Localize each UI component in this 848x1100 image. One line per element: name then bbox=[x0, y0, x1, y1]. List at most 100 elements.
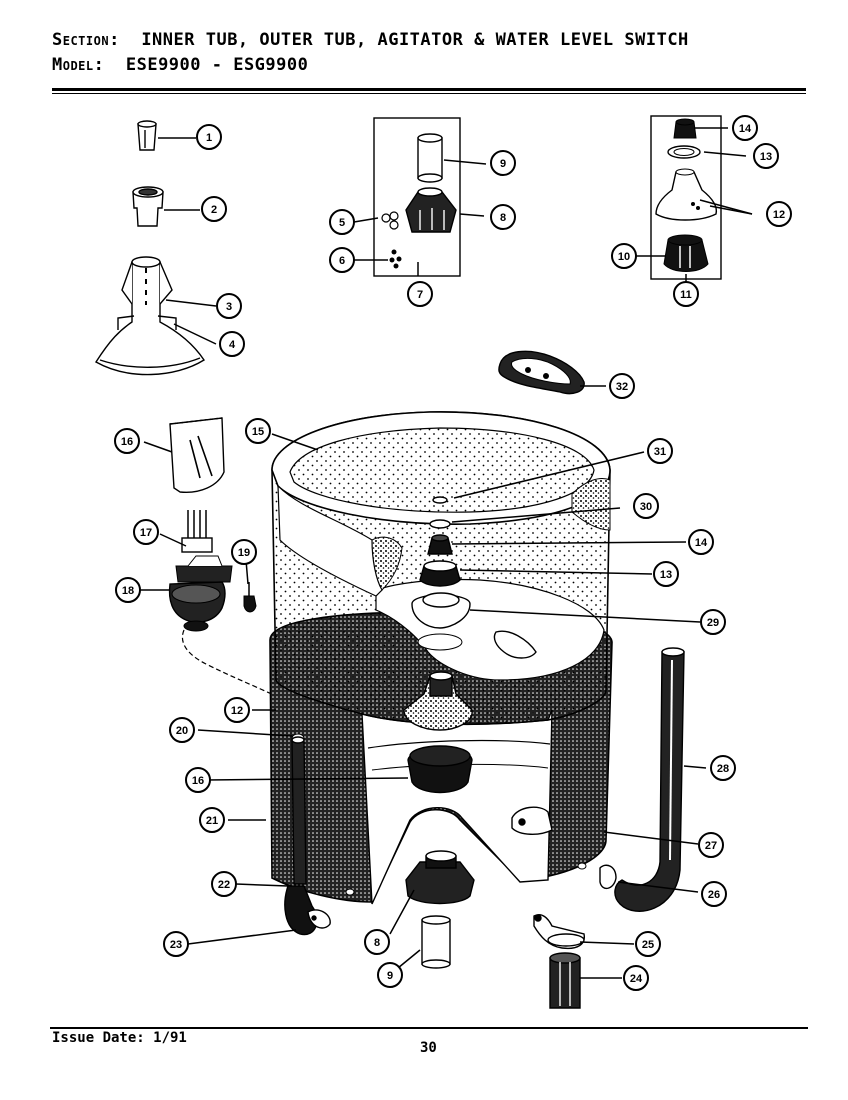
callout-28: 28 bbox=[710, 755, 736, 781]
callout-6: 6 bbox=[329, 247, 355, 273]
callout-label: 17 bbox=[140, 527, 152, 539]
callout-circle bbox=[732, 115, 758, 141]
callout-circle bbox=[219, 331, 245, 357]
callout-label: 20 bbox=[176, 725, 188, 737]
callout-31: 31 bbox=[647, 438, 673, 464]
callout-circle bbox=[753, 143, 779, 169]
callout-label: 11 bbox=[680, 289, 692, 301]
model-label: Model: bbox=[52, 55, 105, 75]
callouts: 1234567891011121314151617181920212223242… bbox=[114, 115, 792, 991]
callout-circle bbox=[216, 293, 242, 319]
callout-label: 31 bbox=[654, 446, 666, 458]
callout-label: 29 bbox=[707, 617, 719, 629]
callout-circle bbox=[698, 832, 724, 858]
callout-circle bbox=[201, 196, 227, 222]
callout-label: 23 bbox=[170, 939, 182, 951]
tub-stack-parts bbox=[403, 496, 475, 969]
callout-circle bbox=[196, 124, 222, 150]
callout-label: 14 bbox=[739, 123, 752, 135]
callout-label: 24 bbox=[630, 973, 643, 985]
callout-circle bbox=[701, 881, 727, 907]
callout-circle bbox=[673, 281, 699, 307]
callout-label: 30 bbox=[640, 501, 652, 513]
callout-circle bbox=[364, 929, 390, 955]
callout-29: 29 bbox=[700, 609, 726, 635]
header-rule-thick bbox=[52, 88, 806, 91]
callout-circle bbox=[611, 243, 637, 269]
callout-label: 16 bbox=[192, 775, 204, 787]
callout-circle bbox=[329, 247, 355, 273]
callout-16: 16 bbox=[114, 428, 140, 454]
kit-7-box bbox=[373, 117, 461, 277]
kit-11-box bbox=[650, 115, 722, 280]
callout-label: 18 bbox=[122, 585, 134, 597]
callout-label: 25 bbox=[642, 939, 654, 951]
callout-label: 8 bbox=[500, 212, 506, 224]
callout-circle bbox=[633, 493, 659, 519]
callout-21: 21 bbox=[199, 807, 225, 833]
callout-circle bbox=[490, 204, 516, 230]
callout-23: 23 bbox=[163, 931, 189, 957]
callout-label: 12 bbox=[231, 705, 243, 717]
callout-1: 1 bbox=[196, 124, 222, 150]
part-16-bracket bbox=[169, 417, 225, 493]
callout-circle bbox=[647, 438, 673, 464]
callout-label: 2 bbox=[211, 204, 217, 216]
callout-circle bbox=[329, 209, 355, 235]
section-value: INNER TUB, OUTER TUB, AGITATOR & WATER L… bbox=[141, 30, 689, 50]
callout-label: 19 bbox=[238, 547, 250, 559]
callout-8: 8 bbox=[364, 929, 390, 955]
callout-label: 3 bbox=[226, 301, 232, 313]
section-label: Section: bbox=[52, 30, 120, 50]
callout-12: 12 bbox=[224, 697, 250, 723]
callout-label: 27 bbox=[705, 840, 717, 852]
callout-circle bbox=[211, 871, 237, 897]
callout-circle bbox=[185, 767, 211, 793]
callout-30: 30 bbox=[633, 493, 659, 519]
callout-label: 22 bbox=[218, 879, 230, 891]
callout-circle bbox=[199, 807, 225, 833]
callout-circle bbox=[245, 418, 271, 444]
callout-circle bbox=[115, 577, 141, 603]
callout-circle bbox=[114, 428, 140, 454]
callout-12: 12 bbox=[766, 201, 792, 227]
callout-label: 9 bbox=[500, 158, 506, 170]
callout-label: 5 bbox=[339, 217, 345, 229]
part-1-cap bbox=[137, 120, 157, 151]
part-3-agitator bbox=[95, 256, 205, 376]
callout-5: 5 bbox=[329, 209, 355, 235]
callout-26: 26 bbox=[701, 881, 727, 907]
callout-circle bbox=[623, 965, 649, 991]
callout-label: 6 bbox=[339, 255, 345, 267]
callout-7: 7 bbox=[407, 281, 433, 307]
callout-label: 26 bbox=[708, 889, 720, 901]
callout-circle bbox=[163, 931, 189, 957]
callout-label: 13 bbox=[660, 569, 672, 581]
callout-17: 17 bbox=[133, 519, 159, 545]
callout-22: 22 bbox=[211, 871, 237, 897]
callout-circle bbox=[653, 561, 679, 587]
callout-16: 16 bbox=[185, 767, 211, 793]
callout-circle bbox=[635, 931, 661, 957]
callout-circle bbox=[231, 539, 257, 565]
part-32-cover bbox=[498, 350, 585, 395]
part-24-coupling bbox=[533, 914, 585, 1009]
callout-27: 27 bbox=[698, 832, 724, 858]
callout-32: 32 bbox=[609, 373, 635, 399]
callout-18: 18 bbox=[115, 577, 141, 603]
callout-9: 9 bbox=[377, 962, 403, 988]
callout-label: 1 bbox=[206, 132, 212, 144]
callout-circle bbox=[224, 697, 250, 723]
callout-label: 21 bbox=[206, 815, 218, 827]
callout-label: 13 bbox=[760, 151, 772, 163]
callout-label: 32 bbox=[616, 381, 628, 393]
callout-circle bbox=[407, 281, 433, 307]
page-number: 30 bbox=[420, 1040, 437, 1056]
callout-label: 10 bbox=[618, 251, 630, 263]
callout-circle bbox=[169, 717, 195, 743]
section-title: Section: INNER TUB, OUTER TUB, AGITATOR … bbox=[52, 30, 689, 50]
part-28-drain-hose bbox=[511, 647, 685, 912]
callout-19: 19 bbox=[231, 539, 257, 565]
callout-circle bbox=[766, 201, 792, 227]
part-21-hose bbox=[284, 736, 331, 936]
